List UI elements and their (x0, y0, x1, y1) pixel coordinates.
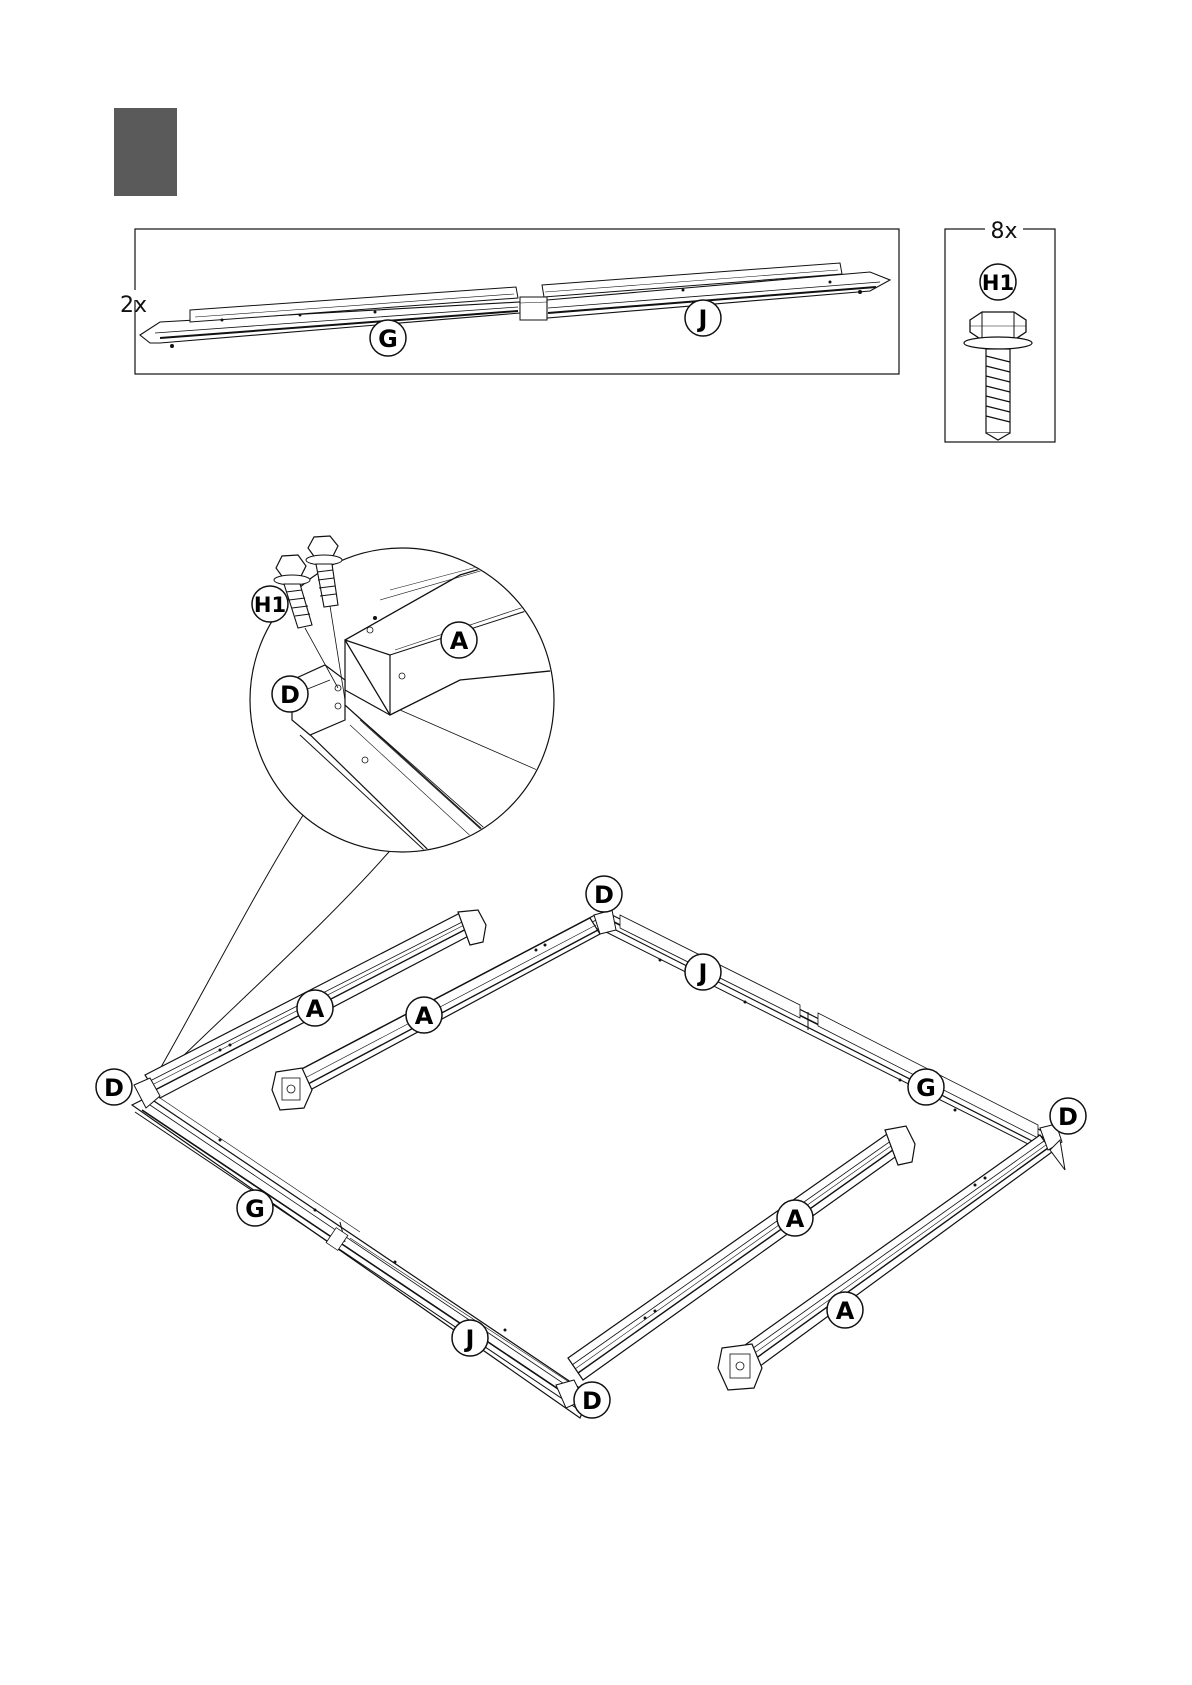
hardware-quantity: 8x (990, 219, 1017, 244)
rail-right-jg (600, 915, 1050, 1150)
detail-callout-a: A (441, 622, 477, 658)
svg-text:G: G (245, 1195, 265, 1223)
svg-text:H1: H1 (982, 271, 1014, 295)
callout-a-front-inner: A (777, 1200, 813, 1236)
callout-a-front-right: A (827, 1292, 863, 1328)
callout-j: J (685, 300, 721, 336)
callout-d-left: D (96, 1069, 132, 1105)
detail-callout-h1: H1 (252, 586, 288, 622)
svg-text:G: G (378, 325, 398, 353)
svg-text:D: D (594, 881, 614, 909)
svg-text:A: A (306, 995, 325, 1023)
step-badge (114, 108, 177, 196)
callout-a-back-inner: A (406, 997, 442, 1033)
callout-h1: H1 (980, 264, 1016, 300)
svg-text:A: A (415, 1002, 434, 1030)
rail-left-gj (132, 1097, 590, 1418)
svg-text:G: G (916, 1074, 936, 1102)
callout-g-right: G (908, 1069, 944, 1105)
beam-a-front-right (718, 1135, 1052, 1390)
callout-d-top: D (586, 876, 622, 912)
svg-text:J: J (697, 959, 708, 987)
callout-g-left: G (237, 1190, 273, 1226)
svg-text:H1: H1 (254, 593, 286, 617)
frame-assembly (132, 910, 1065, 1418)
parts-quantity: 2x (120, 293, 147, 318)
hardware-box: 8x H1 (945, 219, 1055, 442)
callout-j-right: J (685, 954, 721, 990)
callout-d-right: D (1050, 1098, 1086, 1134)
parts-box: 2x G (120, 229, 899, 374)
svg-text:A: A (786, 1205, 805, 1233)
detail-callout-d: D (272, 676, 308, 712)
callout-j-left: J (452, 1320, 488, 1356)
svg-text:D: D (1058, 1103, 1078, 1131)
svg-text:D: D (582, 1387, 602, 1415)
beam-a-front-inner (568, 1126, 915, 1380)
callout-g: G (370, 320, 406, 356)
callout-d-bottom: D (574, 1382, 610, 1418)
svg-text:A: A (836, 1297, 855, 1325)
svg-text:D: D (104, 1074, 124, 1102)
detail-magnifier: H1 A D (148, 536, 560, 1090)
svg-text:J: J (464, 1325, 475, 1353)
svg-text:J: J (697, 305, 708, 333)
svg-text:D: D (280, 681, 300, 709)
callout-a-back-left: A (297, 990, 333, 1026)
svg-text:A: A (450, 627, 469, 655)
